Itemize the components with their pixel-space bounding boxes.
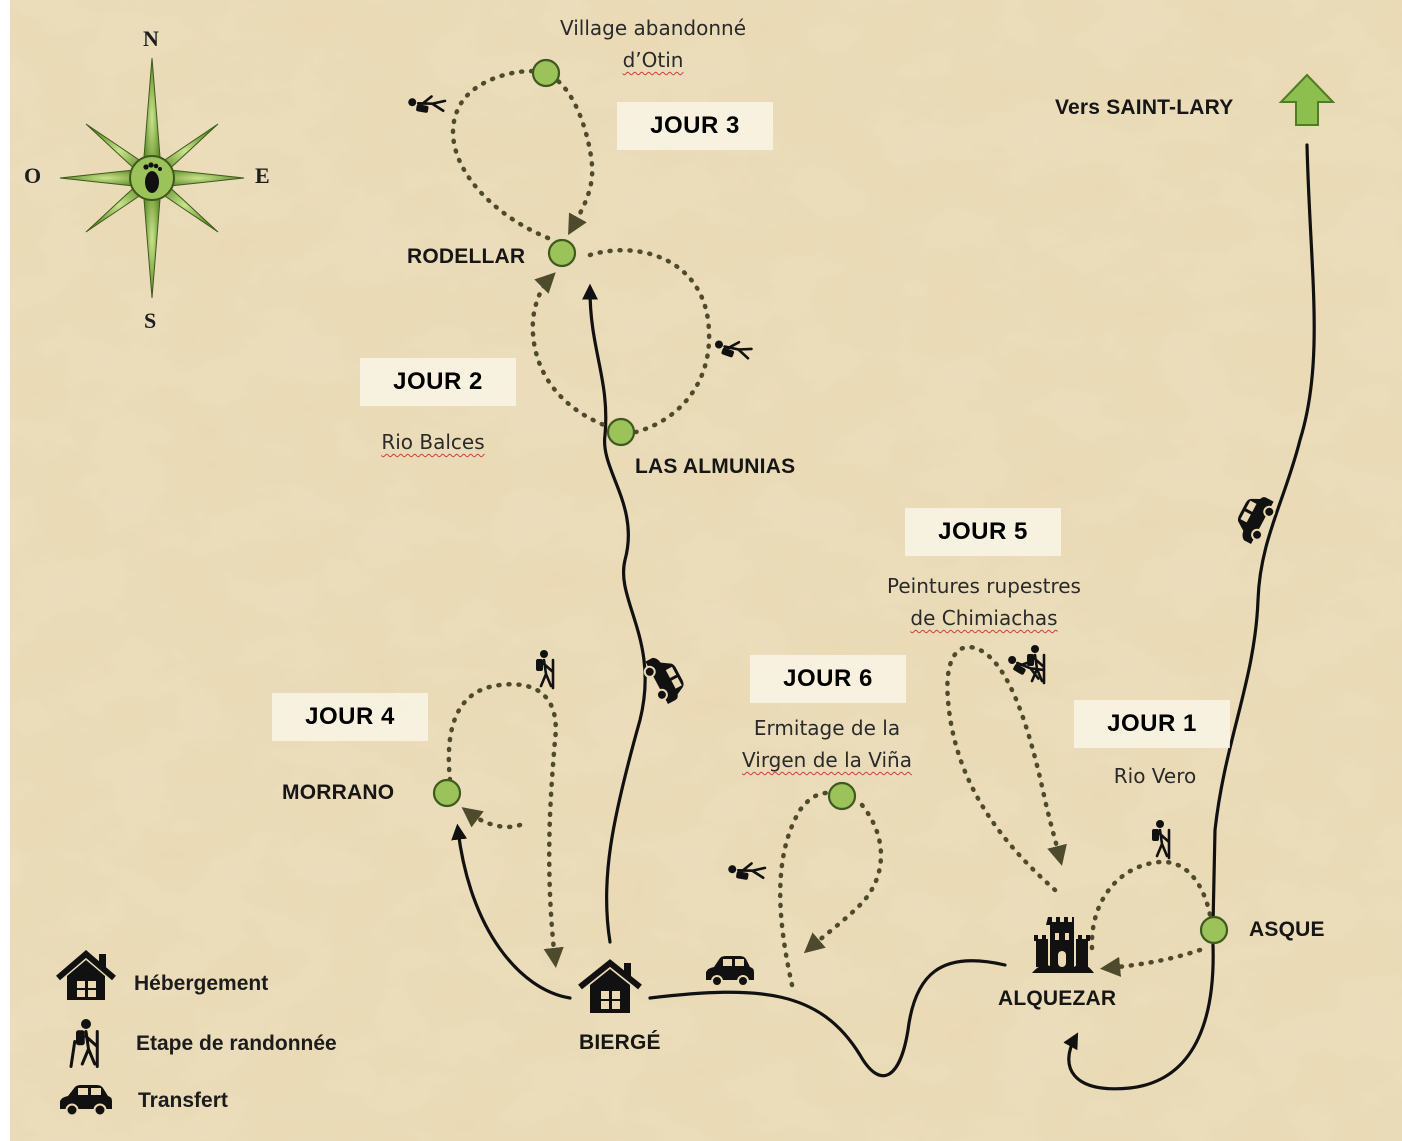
place-asque: ASQUE: [1249, 918, 1325, 941]
hiker-icon: [408, 95, 447, 113]
day-badge-6: JOUR 6: [750, 655, 906, 703]
trail-jour1-return: [1099, 947, 1203, 977]
car-icon: [643, 657, 684, 705]
road-saint-lary-asque: [1211, 143, 1316, 927]
house-icon: [578, 959, 642, 1013]
trail-jour2-west: [530, 272, 615, 431]
site-otin: Village abandonné d’Otin: [540, 12, 766, 76]
stop-ermitage: [827, 781, 857, 811]
compass-north: N: [143, 26, 159, 51]
hiker-icon: [1008, 656, 1045, 680]
stop-otin: [531, 58, 561, 88]
compass-east: E: [255, 163, 270, 188]
site-rio-vero: Rio Vero: [1113, 764, 1197, 788]
hiking-trails: [446, 68, 1213, 988]
day-badge-4: JOUR 4: [272, 693, 428, 741]
site-peintures-line1: Peintures rupestres: [887, 574, 1081, 598]
stop-rodellar: [547, 238, 577, 268]
site-peintures-line2: de Chimiachas: [910, 606, 1058, 630]
day-badge-1: JOUR 1: [1074, 700, 1230, 748]
compass-west: O: [24, 163, 42, 188]
stop-morrano: [432, 778, 462, 808]
place-alquezar: ALQUEZAR: [998, 987, 1117, 1010]
day-badge-2: JOUR 2: [360, 358, 516, 406]
road-bierge-rodellar: [582, 283, 647, 944]
destination-label: Vers SAINT-LARY: [1055, 96, 1234, 119]
site-peintures: Peintures rupestres de Chimiachas: [866, 570, 1102, 634]
footprint-icon: [143, 162, 162, 193]
hiker-icon: [69, 1019, 99, 1068]
house-icon: [56, 950, 116, 1000]
site-otin-line1: Village abandonné: [560, 16, 746, 40]
car-icon: [60, 1085, 112, 1117]
trail-jour1: [1089, 859, 1213, 951]
up-arrow-icon: [1278, 73, 1336, 126]
road-asque-alquezar: [1063, 943, 1215, 1091]
legend-label-transfer: Transfert: [138, 1089, 228, 1112]
road-bierge-morrano: [451, 823, 572, 1000]
car-icon: [1237, 497, 1276, 545]
day-badge-5: JOUR 5: [905, 508, 1061, 556]
trail-jour4: [446, 682, 564, 969]
car-icon: [706, 956, 754, 987]
stop-las-almunias: [606, 417, 636, 447]
site-otin-line2: d’Otin: [622, 48, 684, 72]
day-badge-3: JOUR 3: [617, 102, 773, 150]
legend-label-lodging: Hébergement: [134, 972, 269, 995]
place-morrano: MORRANO: [282, 781, 395, 804]
hiker-icon: [728, 862, 767, 880]
trail-jour6-return: [803, 802, 884, 954]
trail-jour5: [945, 644, 1067, 893]
place-bierge: BIERGÉ: [579, 1031, 661, 1054]
compass-rose: [59, 57, 245, 299]
trail-jour6: [778, 790, 845, 988]
trail-jour4-return: [461, 807, 523, 830]
stop-asque: [1199, 915, 1229, 945]
stop-markers: [432, 58, 1229, 945]
legend-label-hike: Etape de randonnée: [136, 1032, 337, 1055]
place-rodellar: RODELLAR: [407, 245, 526, 268]
site-rio-balces: Rio Balces: [381, 430, 485, 454]
site-ermitage: Ermitage de la Virgen de la Viña: [722, 712, 932, 776]
hiker-icon: [1152, 820, 1171, 860]
road-network: [451, 143, 1316, 1091]
hiker-icon: [714, 340, 753, 360]
place-las-almunias: LAS ALMUNIAS: [635, 455, 796, 478]
castle-icon: [1032, 917, 1094, 973]
road-alquezar-bierge: [648, 959, 1007, 1078]
compass-south: S: [144, 308, 157, 333]
site-ermitage-line1: Ermitage de la: [753, 716, 901, 740]
site-ermitage-line2: Virgen de la Viña: [742, 748, 912, 772]
